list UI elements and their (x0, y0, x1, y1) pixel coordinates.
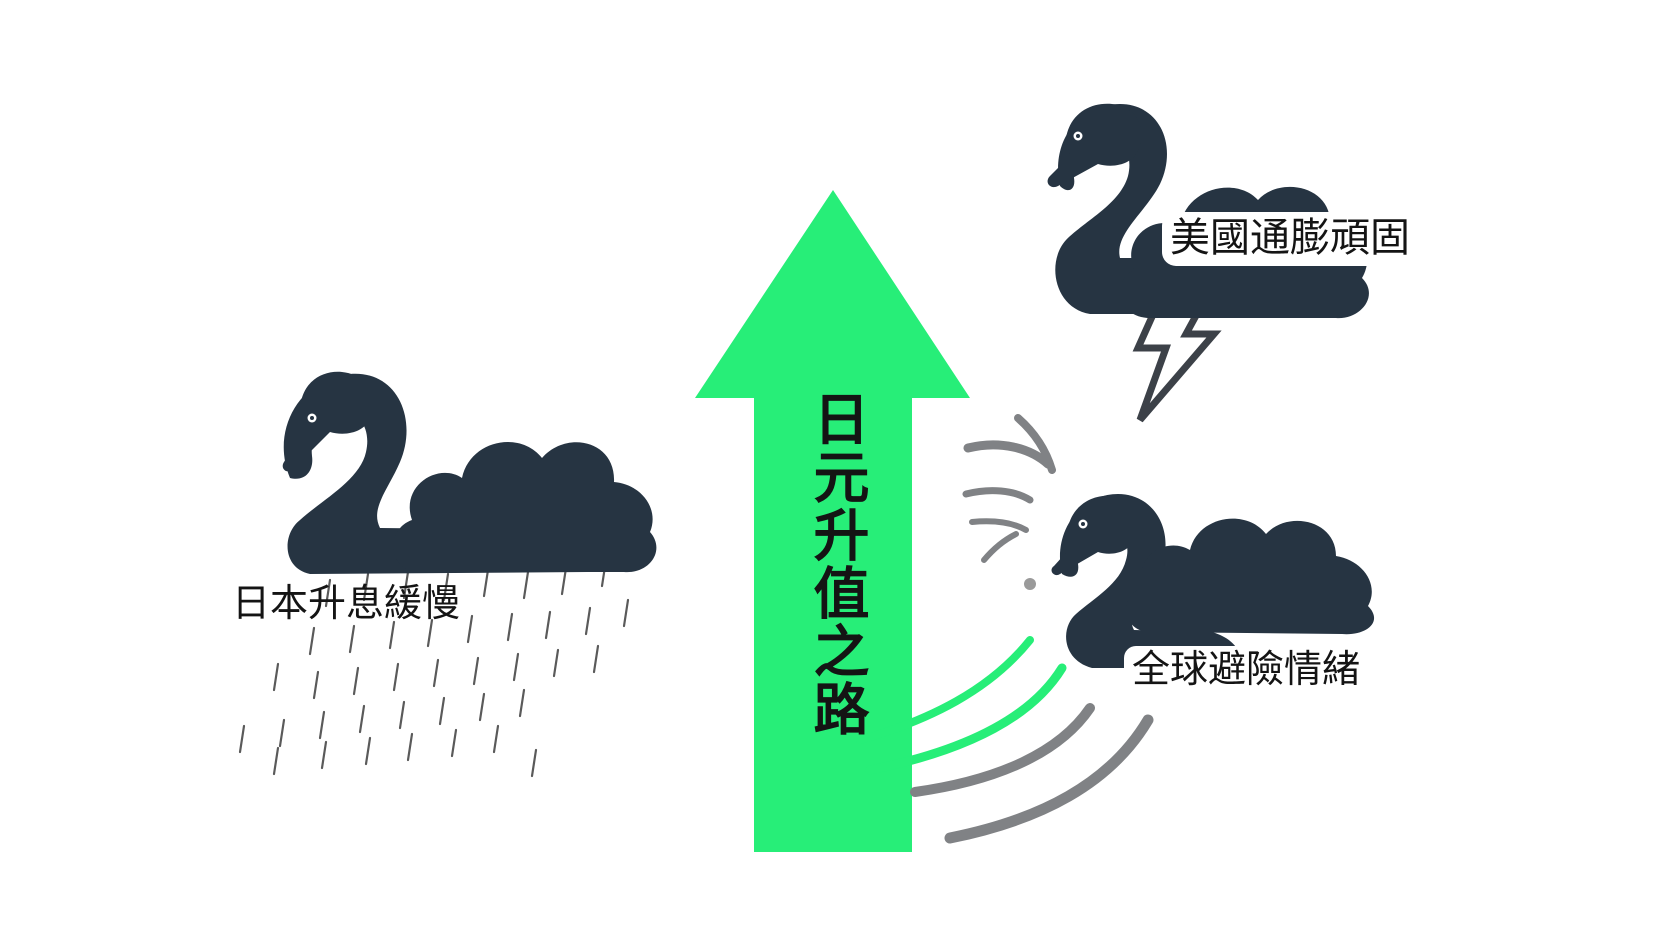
label-us-inflation: 美國通膨頑固 (1162, 212, 1418, 266)
motion-swoosh-gray (910, 414, 1154, 844)
spark-dot (1024, 578, 1036, 590)
black-swan-icon (282, 371, 601, 574)
storm-cloud-icon (1126, 518, 1375, 635)
storm-cloud-icon (393, 441, 657, 573)
motion-swoosh (856, 636, 1067, 775)
label-global-risk-aversion: 全球避險情緒 (1124, 646, 1369, 694)
label-yen-appreciation: 日元升值之路 (804, 390, 869, 738)
rain-icon (238, 558, 630, 778)
up-arrow-icon (695, 190, 970, 852)
label-japan-rate-hike: 日本升息緩慢 (232, 581, 461, 625)
lightning-icon (1132, 288, 1222, 423)
